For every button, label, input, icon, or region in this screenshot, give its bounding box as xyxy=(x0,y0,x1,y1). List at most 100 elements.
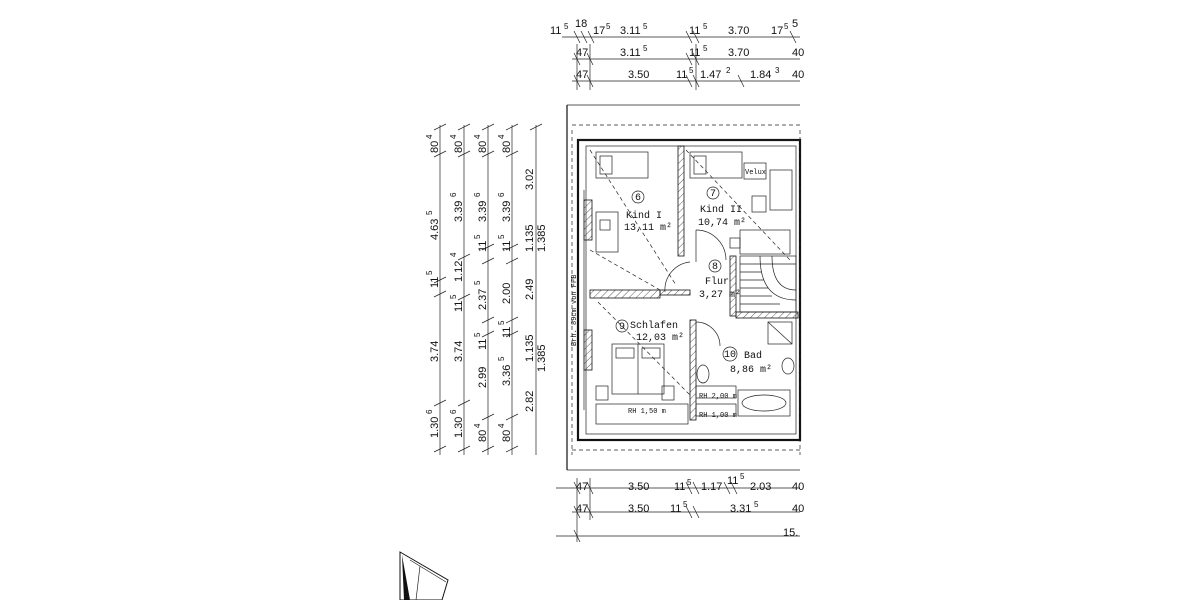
svg-text:5: 5 xyxy=(473,234,482,239)
left-chain-col-3: 80 4 3.39 6 11 5 2.37 5 11 5 2.99 80 4 xyxy=(473,134,489,442)
svg-text:6: 6 xyxy=(473,192,482,197)
dim-label: 2.03 xyxy=(750,481,771,493)
dim-label: 80 xyxy=(429,141,441,153)
dim-label: 1.47 xyxy=(700,69,721,81)
dim-label: 80 xyxy=(477,141,489,153)
dim-label: 11 xyxy=(429,277,441,288)
room-schlafen: 9 Schlafen 12,03 m² xyxy=(615,319,684,344)
svg-text:5: 5 xyxy=(689,66,694,75)
svg-text:6: 6 xyxy=(449,409,458,414)
svg-text:5: 5 xyxy=(643,22,648,31)
room-name: Schlafen xyxy=(630,320,678,332)
bottom-dimension-chains xyxy=(556,478,800,543)
dim-label: 80 xyxy=(453,141,465,153)
svg-text:5: 5 xyxy=(425,270,434,275)
svg-text:4: 4 xyxy=(449,252,458,257)
room-number: 6 xyxy=(635,193,641,204)
dim-label: 1.30 xyxy=(453,417,465,438)
room-name: Bad xyxy=(744,350,762,362)
dim-label: 3.31 xyxy=(730,503,751,515)
dim-label: 2.37 xyxy=(477,289,489,310)
dim-label: 40 xyxy=(792,69,804,81)
svg-text:5: 5 xyxy=(754,500,759,509)
dim-label: 80 xyxy=(501,141,513,153)
left-chain-col-4: 804 3.396 115 2.00 115 3.365 804 xyxy=(497,134,513,442)
svg-text:5: 5 xyxy=(703,22,708,31)
room-name: Kind I xyxy=(626,210,662,222)
svg-text:5: 5 xyxy=(687,478,692,487)
dim-label: 3.50 xyxy=(628,503,649,515)
dim-label: 3.50 xyxy=(628,481,649,493)
dim-label: 1.385 xyxy=(536,224,548,252)
room-kind-1: 6 Kind I 13,11 m² xyxy=(624,190,672,234)
left-chain-col-5: 3.02 1.135 2.49 1.135 2.82 1.385 1.385 xyxy=(524,169,548,412)
svg-text:3: 3 xyxy=(775,66,780,75)
room-area: 8,86 m² xyxy=(730,365,772,376)
svg-text:6: 6 xyxy=(497,192,506,197)
svg-text:4: 4 xyxy=(473,423,482,428)
dim-label: 2.82 xyxy=(524,391,536,412)
dim-label: 3.11 xyxy=(620,25,641,37)
dim-label: 11 xyxy=(674,481,685,493)
dim-label: 40 xyxy=(792,481,804,493)
dim-label: 1.12 xyxy=(453,261,465,282)
dim-label: 3.02 xyxy=(524,169,536,190)
dim-label: 47 xyxy=(576,503,588,515)
dim-label: 47 xyxy=(576,481,588,493)
room-name: Flur xyxy=(705,276,729,288)
dim-label: 11 xyxy=(689,47,700,59)
svg-text:5: 5 xyxy=(473,280,482,285)
dim-label: 11 xyxy=(727,475,738,487)
dim-label: 15. xyxy=(783,527,798,539)
svg-text:2: 2 xyxy=(726,66,731,75)
dim-label: 5 xyxy=(792,18,798,30)
room-area: 13,11 m² xyxy=(624,223,672,234)
dim-label: 11 xyxy=(689,25,700,37)
dim-label: 11 xyxy=(477,339,489,350)
svg-text:5: 5 xyxy=(784,22,789,31)
building-outline xyxy=(566,104,802,471)
room-kind-2: 7 Kind II 10,74 m² xyxy=(698,186,746,229)
slope-lines xyxy=(583,149,791,410)
dim-label: 3.39 xyxy=(453,201,465,222)
left-chain-col-2: 804 3.396 1.124 115 3.74 1.306 xyxy=(449,134,465,438)
dim-label: 1.84 xyxy=(750,69,771,81)
left-chain-col-1: 804 4.635 115 3.74 1.306 xyxy=(425,134,441,438)
svg-text:5: 5 xyxy=(473,332,482,337)
room-number: 8 xyxy=(712,262,718,273)
dim-label: 80 xyxy=(477,430,489,442)
dim-label: 1.135 xyxy=(524,224,536,252)
interior-walls xyxy=(583,145,799,421)
dim-label: 11 xyxy=(670,503,681,515)
svg-text:6: 6 xyxy=(425,409,434,414)
dim-label: 2.99 xyxy=(477,367,489,388)
svg-text:5: 5 xyxy=(497,234,506,239)
furniture xyxy=(595,151,795,425)
room-area: 12,03 m² xyxy=(636,333,684,344)
room-flur: 8 Flur 3,27 m² xyxy=(699,259,741,301)
svg-text:4: 4 xyxy=(449,134,458,139)
dim-label: 1.135 xyxy=(524,334,536,362)
dim-label: 3.50 xyxy=(628,69,649,81)
bottom-chain-row-3: 15. xyxy=(783,527,798,539)
room-area: 3,27 m² xyxy=(699,290,741,301)
svg-text:5: 5 xyxy=(606,22,611,31)
dim-label: 3.70 xyxy=(728,25,749,37)
svg-text:5: 5 xyxy=(497,320,506,325)
dim-label: 1.385 xyxy=(536,344,548,372)
svg-text:5: 5 xyxy=(425,210,434,215)
north-arrow-fragment xyxy=(399,551,449,600)
dim-label: 18 xyxy=(575,18,587,30)
svg-text:5: 5 xyxy=(449,294,458,299)
dim-label: 47 xyxy=(576,69,588,81)
room-bad: 10 Bad 8,86 m² xyxy=(722,346,772,376)
svg-text:5: 5 xyxy=(643,44,648,53)
svg-text:4: 4 xyxy=(473,134,482,139)
dim-label: 3.39 xyxy=(477,201,489,222)
dim-label: 3.36 xyxy=(501,365,513,386)
dim-label: 11 xyxy=(477,241,489,252)
svg-text:5: 5 xyxy=(497,356,506,361)
